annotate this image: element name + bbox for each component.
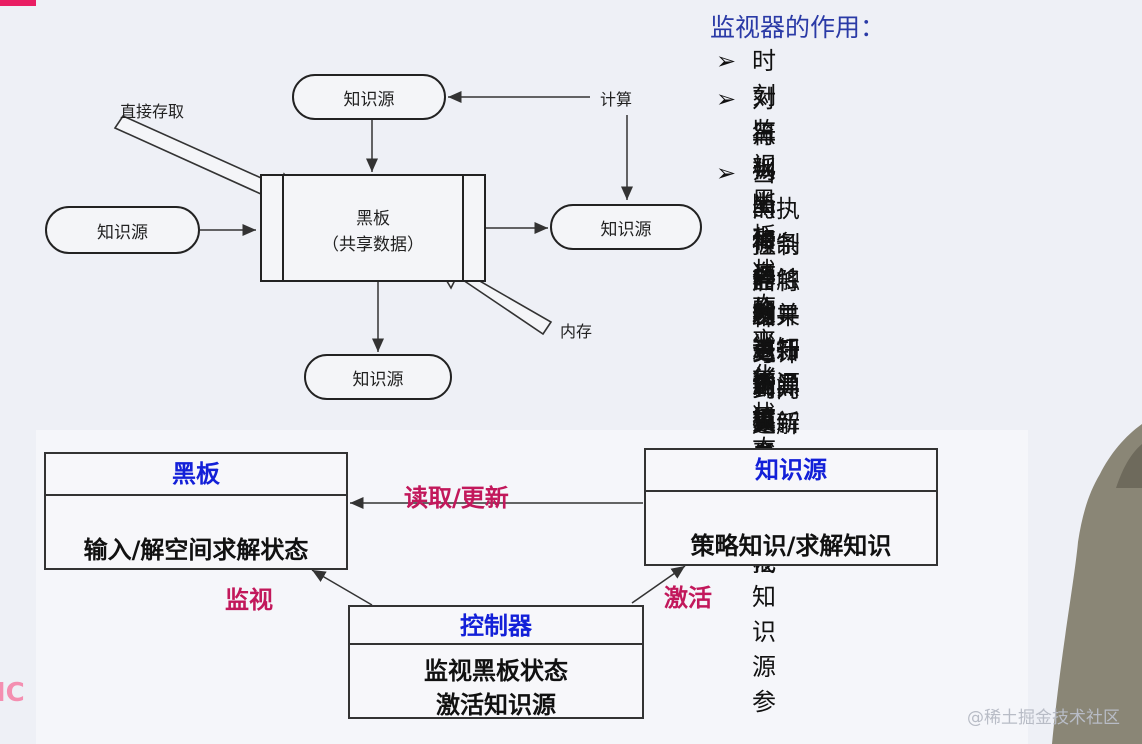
uml-blackboard-body: 输入/解空间求解状态 xyxy=(83,536,309,564)
uml-knowledge-source-body: 策略知识/求解知识 xyxy=(690,532,892,560)
uml-knowledge-source: 知识源 策略知识/求解知识 xyxy=(644,448,938,566)
bullet-arrow-icon: ➢ xyxy=(716,85,737,113)
bullet-3-line-3: 控制器触发并进行计算，然 xyxy=(752,231,800,469)
monitor-title: 监视器的作用： xyxy=(710,13,886,42)
uml-controller-body-2: 激活知识源 xyxy=(436,691,556,719)
blackboard-right-band xyxy=(462,176,464,280)
uml-controller-title: 控制器 xyxy=(350,607,642,645)
knowledge-source-left: 知识源 xyxy=(45,206,200,254)
edge-controller-to-blackboard-monitor xyxy=(311,569,373,606)
direct-access-label: 直接存取 xyxy=(120,102,185,121)
relation-activate: 激活 xyxy=(664,584,712,612)
slide-accent-bar xyxy=(0,0,36,6)
blackboard-box: 黑板 （共享数据） xyxy=(260,174,486,282)
blackboard-title: 黑板 xyxy=(356,209,390,229)
uml-controller-body-1: 监视黑板状态 xyxy=(424,657,568,685)
knowledge-source-top: 知识源 xyxy=(292,74,446,120)
bullet-arrow-icon: ➢ xyxy=(716,47,737,75)
uml-knowledge-source-title: 知识源 xyxy=(646,450,936,492)
bullet-3-line-2: 的执行条件时，该知识源被 xyxy=(752,195,800,433)
compute-label: 计算 xyxy=(600,90,633,109)
edge-fragment-text: IC xyxy=(0,678,25,708)
uml-controller: 控制器 监视黑板状态 激活知识源 xyxy=(348,605,644,719)
edge-controller-to-ks-activate xyxy=(631,565,686,604)
blackboard-subtitle: （共享数据） xyxy=(322,235,424,255)
bullet-arrow-icon: ➢ xyxy=(716,159,737,187)
uml-blackboard: 黑板 输入/解空间求解状态 xyxy=(44,452,348,570)
watermark: @稀土掘金技术社区 xyxy=(967,708,1120,728)
knowledge-source-bottom: 知识源 xyxy=(304,354,452,400)
bullet-2-line-1: 对黑板上信息的当前状态进 xyxy=(752,85,776,498)
relation-read-update: 读取/更新 xyxy=(404,484,509,512)
presenter-silhouette xyxy=(1052,424,1142,744)
bullet-2-line-2: 行判断和评价 xyxy=(752,121,776,324)
memory-label: 内存 xyxy=(560,322,593,341)
relation-monitor: 监视 xyxy=(225,586,273,614)
blackboard-left-band xyxy=(282,176,284,280)
knowledge-source-right: 知识源 xyxy=(550,204,702,250)
uml-blackboard-title: 黑板 xyxy=(46,454,346,496)
bullet-1-line-1: 时刻监视黑板状态变化 xyxy=(752,47,776,390)
